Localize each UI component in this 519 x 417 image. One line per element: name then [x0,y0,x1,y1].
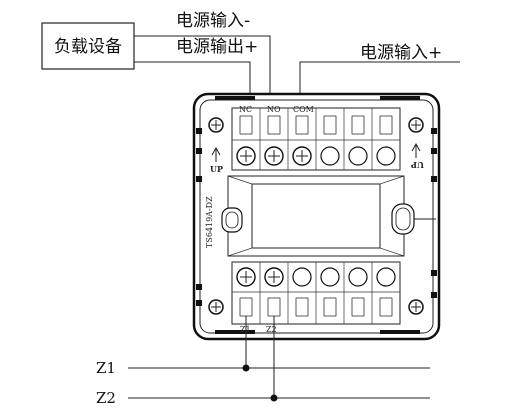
up-arrow-icon [411,142,421,158]
top-terminal-block [231,107,401,171]
top-screw-row [236,146,396,166]
up-label-left: UP [210,164,223,174]
up-arrow-icon [211,146,221,162]
bus-z2-label: Z2 [96,389,116,407]
z1-junction [242,364,250,372]
load-device-label: 负载设备 [54,37,122,57]
model-number: TS6419A-DZ [205,196,214,248]
z2-small-label: Z2 [266,325,277,334]
power-in-pos-label: 电源输入+ [360,43,442,63]
com-label: COM [293,105,314,114]
no-label: NO [267,105,281,114]
center-frame [221,175,436,257]
z1-small-label: Z1 [240,325,251,334]
z2-junction [270,394,278,402]
power-in-neg-label: 电源输入- [176,11,250,31]
mounting-hole-icon [391,203,415,235]
bottom-screw-row [236,267,396,287]
bus-z1-label: Z1 [96,359,116,377]
load-device-box [41,22,135,70]
mounting-screws [208,117,424,315]
nc-label: NC [239,105,252,114]
power-out-pos-label: 电源输出+ [176,37,258,57]
bus-wires [128,316,430,402]
up-label-right: UP [411,160,424,170]
